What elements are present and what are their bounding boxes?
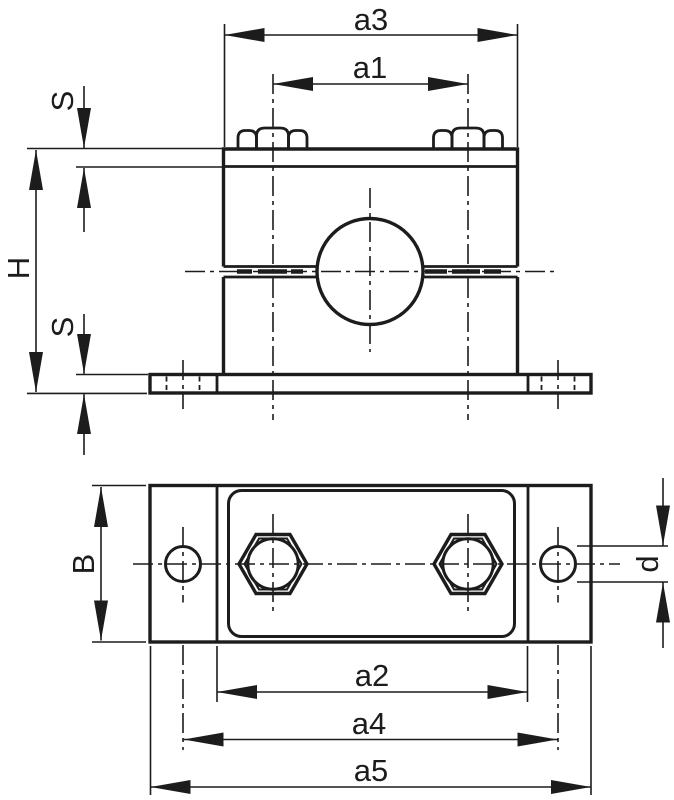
dimension-label-d: d xyxy=(630,555,665,572)
plan-view: B d a2 a4 a5 xyxy=(66,478,670,795)
dimension-label-s-top: S xyxy=(45,91,80,112)
dimension-a4: a4 xyxy=(182,645,559,750)
dimension-a3: a3 xyxy=(223,2,519,147)
rail-hole-right xyxy=(539,545,577,583)
clamp-bottom-half xyxy=(221,275,520,375)
dimension-label-a3: a3 xyxy=(354,2,388,37)
clamp-body-outline-plan xyxy=(227,489,516,638)
dimension-label-a4: a4 xyxy=(352,706,386,741)
dimension-label-a2: a2 xyxy=(355,658,389,693)
mounting-rail xyxy=(148,359,593,410)
rail-hole-hidden-right xyxy=(540,359,576,410)
dimension-a1: a1 xyxy=(273,50,468,91)
dimension-a2: a2 xyxy=(216,646,529,702)
base-plate xyxy=(148,483,593,644)
dimension-a5: a5 xyxy=(149,646,592,795)
dimension-label-s-bottom: S xyxy=(45,317,80,338)
rail-hole-left xyxy=(164,545,202,583)
front-view: a3 a1 S H S xyxy=(1,2,593,455)
dimension-label-a5: a5 xyxy=(354,753,388,788)
dimension-h: H xyxy=(1,150,147,395)
rail-hole-hidden-left xyxy=(165,359,201,410)
dimension-label-h: H xyxy=(1,257,36,279)
dimension-label-b: B xyxy=(66,554,101,575)
dimension-d: d xyxy=(577,478,670,648)
clamp-top-half xyxy=(221,147,520,268)
dimension-s-top: S xyxy=(27,86,222,232)
dimension-label-a1: a1 xyxy=(353,50,387,85)
dimension-b: B xyxy=(66,484,146,643)
dimension-s-bottom: S xyxy=(45,314,148,455)
pipe-bore xyxy=(315,216,425,327)
